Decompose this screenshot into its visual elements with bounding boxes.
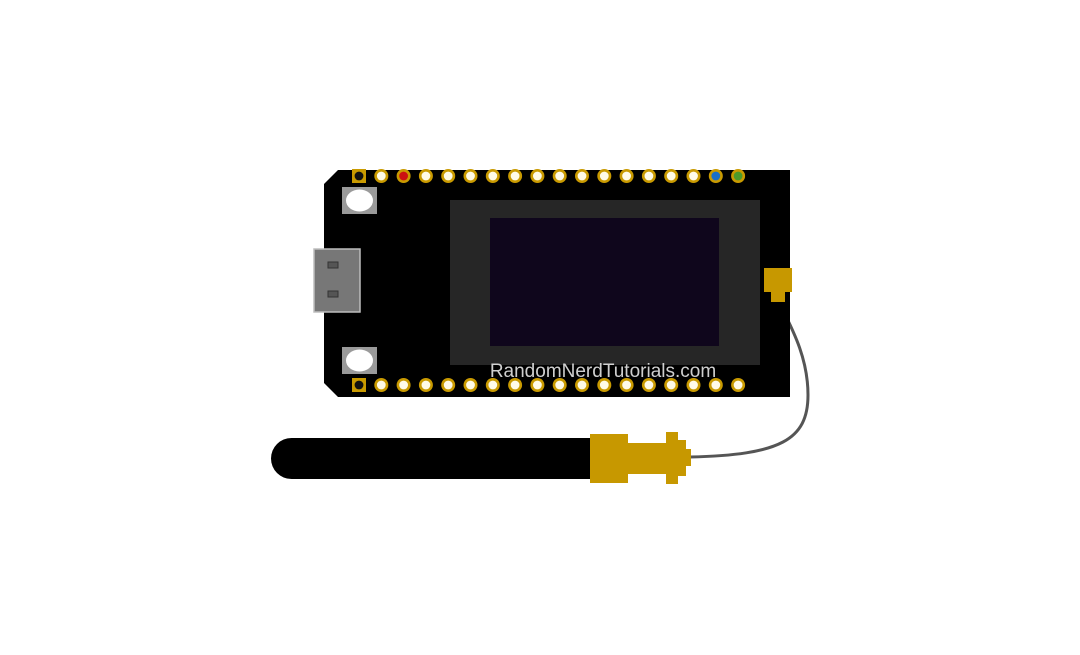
bottom-header-pin-17 (708, 378, 723, 392)
bottom-header-pin-12 (597, 378, 612, 392)
reset-button[interactable] (342, 187, 377, 214)
top-header-pin-16 (686, 169, 701, 183)
bottom-header-pin-11 (575, 378, 589, 392)
antenna-body (271, 438, 611, 479)
prg-button[interactable] (342, 347, 377, 374)
bottom-header-pin-13 (619, 378, 634, 392)
bottom-header-pin-15 (664, 378, 679, 392)
top-header-pin-9 (530, 169, 545, 183)
top-header-pin-1 (352, 169, 366, 183)
top-header-pin-3 (396, 169, 411, 183)
top-header-pin-11 (575, 169, 589, 183)
lora-antenna (271, 432, 691, 484)
top-header-pin-18 (731, 169, 746, 183)
bottom-header-pin-16 (686, 378, 701, 392)
top-header-pin-15 (664, 169, 679, 183)
bottom-header-pin-5 (441, 378, 456, 392)
bottom-header-pin-4 (418, 378, 433, 392)
bottom-header-pin-6 (463, 378, 478, 392)
pin-header-bottom (352, 378, 746, 392)
bottom-header-pin-2 (374, 378, 389, 392)
bottom-header-pin-18 (731, 378, 746, 392)
top-header-pin-13 (619, 169, 634, 183)
top-header-pin-14 (641, 169, 656, 183)
top-header-pin-10 (552, 169, 567, 183)
board-ipex-connector (764, 268, 792, 302)
top-header-pin-7 (485, 169, 500, 183)
top-header-pin-2 (374, 169, 389, 183)
antenna-cable (689, 295, 810, 459)
bottom-header-pin-10 (552, 378, 567, 392)
top-header-pin-4 (418, 169, 433, 183)
bottom-header-pin-8 (508, 378, 523, 392)
top-header-pin-8 (508, 169, 523, 183)
watermark-text: RandomNerdTutorials.com (490, 361, 716, 382)
antenna-connector (590, 432, 691, 484)
bottom-header-pin-7 (485, 378, 500, 392)
top-header-pin-5 (441, 169, 456, 183)
bottom-header-pin-1 (352, 378, 366, 392)
bottom-header-pin-9 (530, 378, 545, 392)
top-header-pin-12 (597, 169, 612, 183)
bottom-header-pin-3 (396, 378, 411, 392)
bottom-header-pin-14 (641, 378, 656, 392)
pin-header-top (352, 169, 746, 183)
display-screen (490, 218, 719, 346)
top-header-pin-17 (708, 169, 723, 183)
top-header-pin-6 (463, 169, 478, 183)
usb-connector (313, 248, 361, 313)
